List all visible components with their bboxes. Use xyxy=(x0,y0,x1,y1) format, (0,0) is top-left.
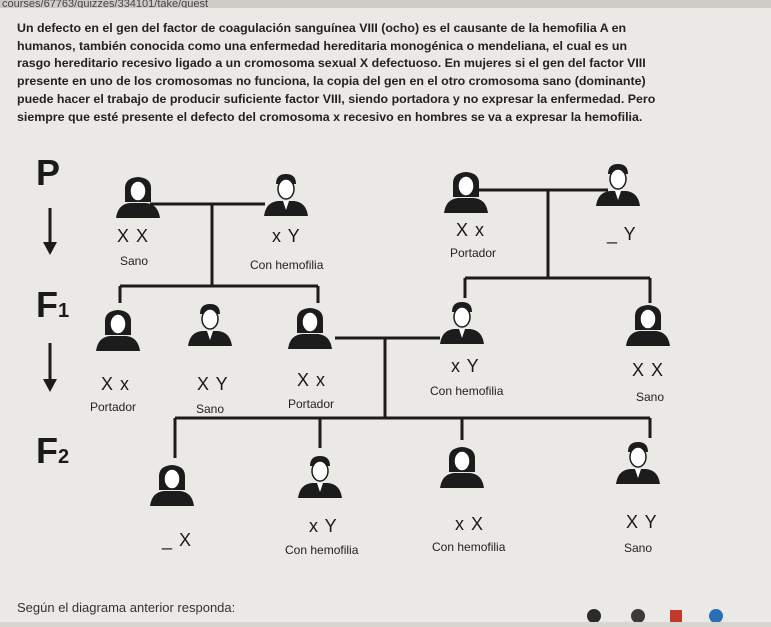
phenotype-label: Sano xyxy=(636,390,665,404)
taskbar-app-icon[interactable] xyxy=(670,610,682,622)
genotype: X x xyxy=(297,370,327,390)
male-icon xyxy=(595,163,641,207)
female-icon xyxy=(95,309,141,352)
female-icon xyxy=(443,171,489,214)
genotype: x X xyxy=(455,514,485,534)
genotype: x Y xyxy=(272,226,301,246)
question-prompt: Según el diagrama anterior responda: xyxy=(17,600,236,615)
phenotype-label: Portador xyxy=(450,246,497,260)
genotype: X x xyxy=(456,220,486,240)
male-icon xyxy=(297,455,343,499)
generation-f1: F1 xyxy=(36,284,70,325)
genotype: x Y xyxy=(451,356,480,376)
male-icon xyxy=(439,301,485,345)
phenotype-label: Sano xyxy=(624,541,653,555)
genotype: X x xyxy=(101,374,131,394)
male-icon xyxy=(615,441,661,485)
genotype: X X xyxy=(117,226,150,246)
phenotype-label: Con hemofilia xyxy=(285,543,359,557)
male-icon xyxy=(263,173,309,217)
phenotype-label: Con hemofilia xyxy=(250,258,324,272)
generation-f2: F2 xyxy=(36,430,70,471)
female-icon xyxy=(287,307,333,350)
female-icon xyxy=(625,304,671,347)
pedigree-diagram xyxy=(43,163,671,507)
female-icon xyxy=(115,176,161,219)
female-icon xyxy=(439,446,485,489)
taskbar-app-icon[interactable] xyxy=(709,609,723,623)
intro-paragraph: Un defecto en el gen del factor de coagu… xyxy=(17,21,656,124)
female-icon xyxy=(149,464,195,507)
genotype: _ X xyxy=(162,530,193,550)
genotype: _ Y xyxy=(607,224,637,244)
phenotype-label: Portador xyxy=(90,400,137,414)
generation-p: P xyxy=(36,152,61,193)
phenotype-label: Con hemofilia xyxy=(430,384,504,398)
taskbar-strip xyxy=(560,602,771,623)
phenotype-label: Sano xyxy=(196,402,225,416)
genotype: X X xyxy=(632,360,665,380)
phenotype-label: Sano xyxy=(120,254,149,268)
phenotype-label: Portador xyxy=(288,397,335,411)
male-icon xyxy=(187,303,233,347)
genotype: X Y xyxy=(626,512,658,532)
phenotype-label: Con hemofilia xyxy=(432,540,506,554)
genotype: X Y xyxy=(197,374,229,394)
taskbar-app-icon[interactable] xyxy=(587,609,601,623)
taskbar-app-icon[interactable] xyxy=(631,609,645,623)
worksheet-photo: Un defecto en el gen del factor de coagu… xyxy=(0,8,771,622)
genotype: x Y xyxy=(309,516,338,536)
